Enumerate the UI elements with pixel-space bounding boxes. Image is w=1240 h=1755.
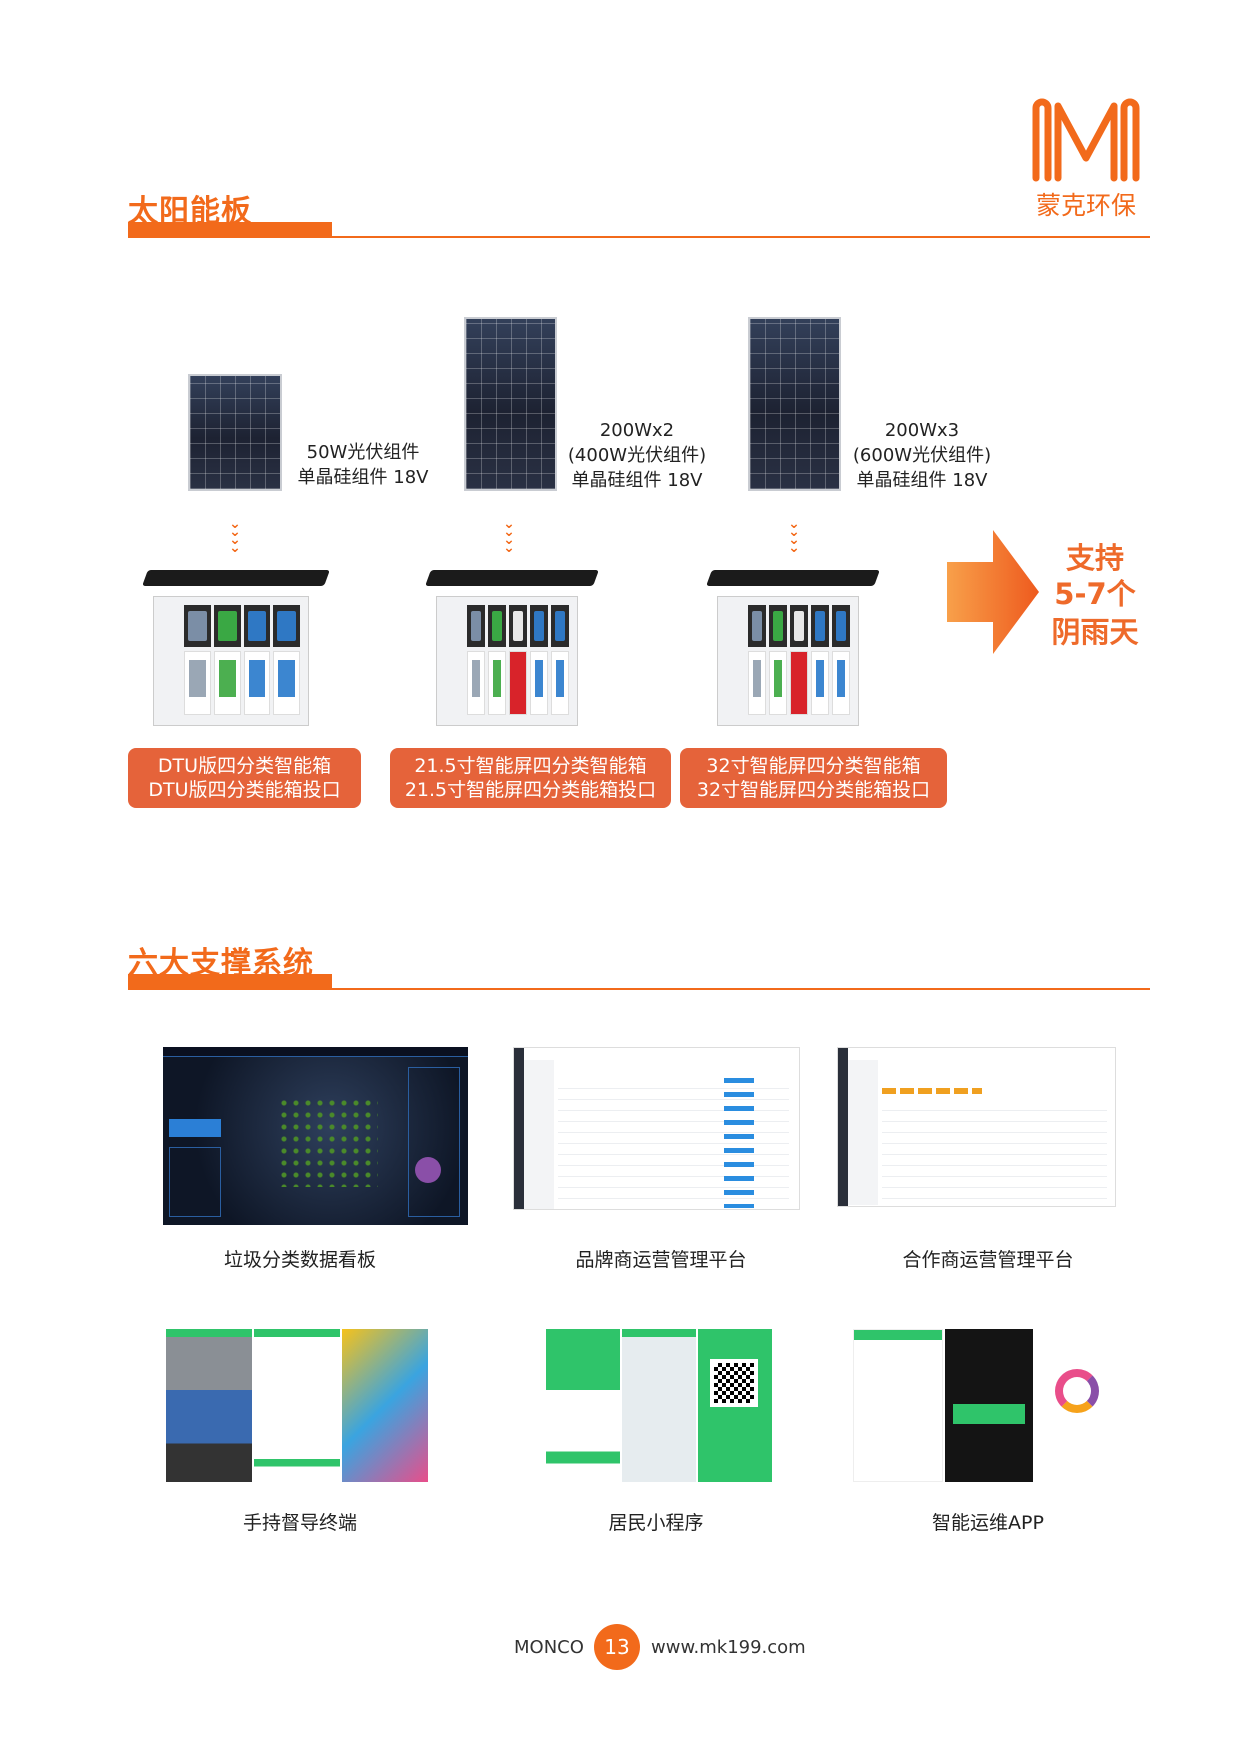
product-label-32: 32寸智能屏四分类智能箱 32寸智能屏四分类能箱投口 [680,748,947,808]
footer-brand: MONCO [514,1637,584,1658]
section-bar [128,222,332,237]
product-label-dtu: DTU版四分类智能箱 DTU版四分类能箱投口 [128,748,361,808]
section-divider [128,236,1150,238]
spec-line: 单晶硅组件 18V [297,467,429,488]
caption: 居民小程序 [608,1512,704,1534]
partner-platform-screenshot [837,1047,1116,1207]
caption: 合作商运营管理平台 [902,1249,1074,1271]
chevron-down-icon: ⌄⌄⌄⌄ [503,516,515,556]
resident-miniprogram-screenshot [546,1329,772,1482]
label-line: 32寸智能屏四分类能箱投口 [696,779,931,801]
solar-panel-400w-image [464,317,557,491]
solar-panel-600w-image [748,317,841,491]
solar-panel-50w-image [188,374,282,491]
logo-text: 蒙克环保 [1035,191,1136,220]
spec-line: 单晶硅组件 18V [571,470,703,491]
ops-app-screenshot [853,1329,1123,1482]
handheld-terminal-screenshot [166,1329,428,1482]
caption: 手持督导终端 [242,1512,357,1534]
dtu-kiosk-image [142,570,330,732]
panel-spec-50w: 50W光伏组件 单晶硅组件 18V [263,440,463,490]
spec-line: (400W光伏组件) [567,445,707,466]
spec-line: 200Wx2 [599,420,675,441]
spec-line: 200Wx3 [884,420,960,441]
caption: 智能运维APP [932,1512,1044,1534]
panel-spec-400w: 200Wx2 (400W光伏组件) 单晶硅组件 18V [537,418,737,493]
arrow-right-icon [947,530,1039,654]
section-bar [128,974,332,989]
spec-line: 单晶硅组件 18V [856,470,988,491]
caption: 品牌商运营管理平台 [575,1249,747,1271]
support-line: 阴雨天 [1051,615,1139,649]
caption: 垃圾分类数据看板 [223,1249,376,1271]
label-line: 21.5寸智能屏四分类智能箱 [414,755,647,777]
chevron-down-icon: ⌄⌄⌄⌄ [229,516,241,556]
footer-url[interactable]: www.mk199.com [651,1637,806,1658]
brand-platform-screenshot [513,1047,800,1210]
chevron-down-icon: ⌄⌄⌄⌄ [788,516,800,556]
section-divider [128,988,1150,990]
kiosk-21-5-image [425,570,599,732]
support-line: 5-7个 [1054,577,1136,611]
label-line: 32寸智能屏四分类智能箱 [706,755,921,777]
support-line: 支持 [1065,541,1124,575]
page-number: 13 [594,1624,640,1670]
data-dashboard-screenshot [163,1047,468,1225]
spec-line: (600W光伏组件) [852,445,992,466]
label-line: 21.5寸智能屏四分类能箱投口 [404,779,657,801]
panel-spec-600w: 200Wx3 (600W光伏组件) 单晶硅组件 18V [822,418,1022,493]
monco-logo [1032,98,1140,182]
label-line: DTU版四分类智能箱 [157,755,332,777]
product-label-21-5: 21.5寸智能屏四分类智能箱 21.5寸智能屏四分类能箱投口 [390,748,671,808]
spec-line: 50W光伏组件 [306,442,420,463]
kiosk-32-image [706,570,880,732]
label-line: DTU版四分类能箱投口 [148,779,341,801]
